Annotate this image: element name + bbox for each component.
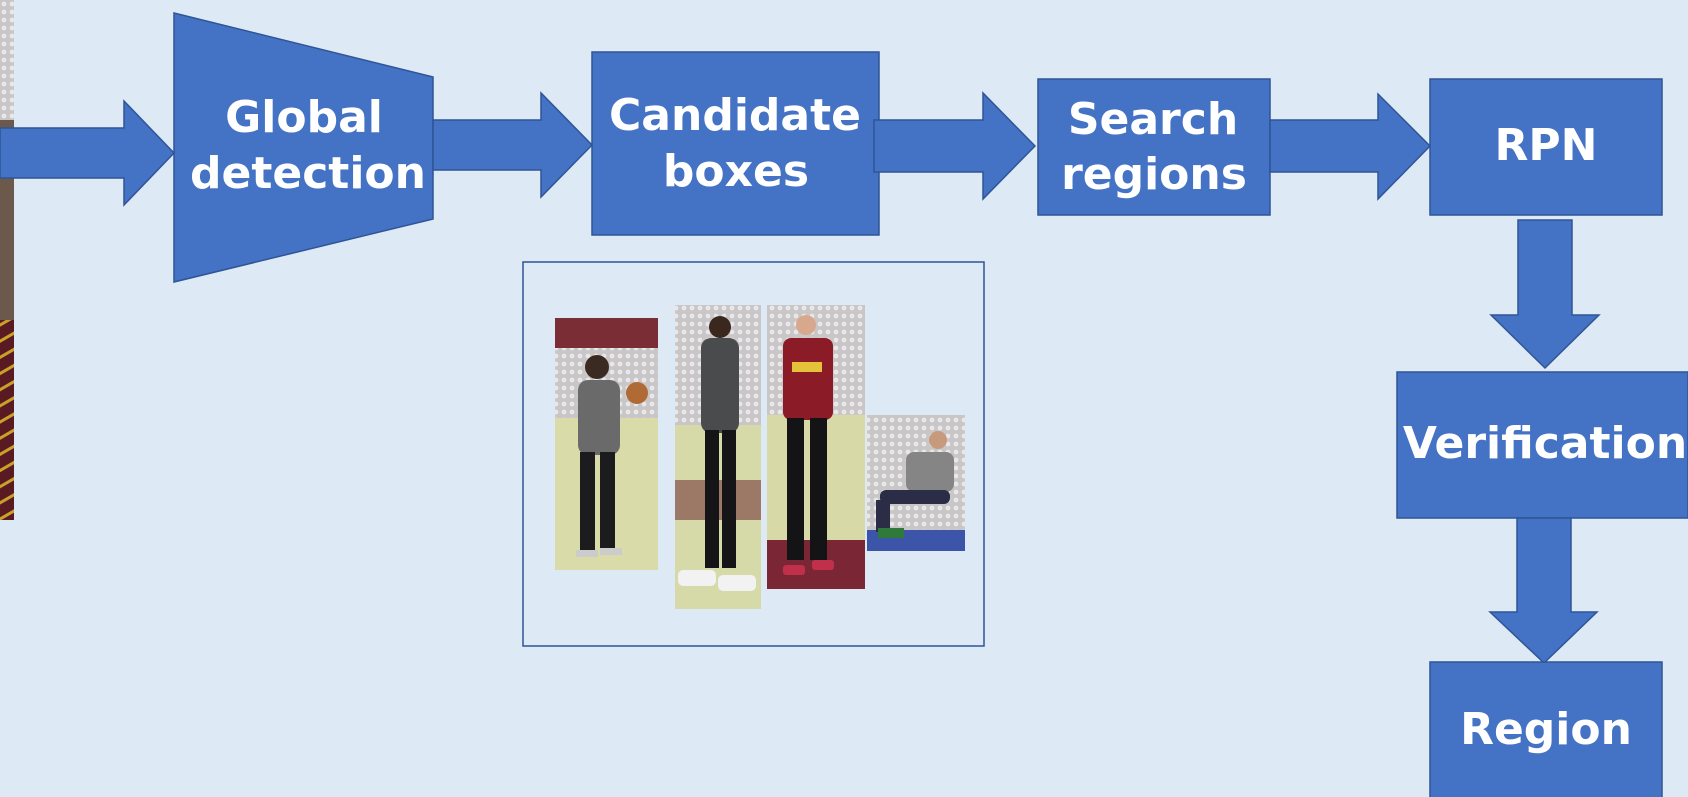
- global-detection-node: Global detection: [173, 12, 434, 283]
- candidate-crops-frame: [522, 261, 985, 647]
- region-label: Region: [1460, 704, 1632, 755]
- rpn-label: RPN: [1495, 120, 1598, 171]
- verification-label: Verification: [1403, 418, 1687, 469]
- candidate-boxes-label-line1: Candidate: [609, 90, 861, 141]
- global-detection-label-line2: detection: [190, 148, 426, 199]
- region-node: Region: [1429, 661, 1663, 797]
- search-regions-label-line2: regions: [1061, 149, 1247, 200]
- rpn-node: RPN: [1429, 78, 1663, 216]
- search-regions-label-line1: Search: [1068, 94, 1238, 145]
- candidate-boxes-label-line2: boxes: [663, 146, 809, 197]
- candidate-crop-player-red-shirt: [767, 305, 865, 589]
- input-frame-image: [0, 0, 14, 520]
- arrow-search-regions-to-rpn: [1269, 92, 1432, 201]
- arrow-rpn-to-verification: [1489, 219, 1601, 370]
- candidate-crop-seated-spectator: [867, 415, 965, 551]
- global-detection-label-line1: Global: [225, 92, 383, 143]
- arrow-verification-to-region: [1488, 517, 1599, 665]
- arrow-global-detection-to-candidate-boxes: [432, 91, 594, 199]
- candidate-crop-player-grey-hoodie: [675, 305, 761, 609]
- search-regions-node: Search regions: [1037, 78, 1271, 216]
- candidate-crop-player-holding-ball: [555, 318, 658, 570]
- arrow-candidate-boxes-to-search-regions: [873, 91, 1037, 201]
- arrow-input-to-global-detection: [0, 99, 176, 207]
- verification-node: Verification: [1396, 371, 1688, 519]
- candidate-boxes-node: Candidate boxes: [591, 51, 880, 236]
